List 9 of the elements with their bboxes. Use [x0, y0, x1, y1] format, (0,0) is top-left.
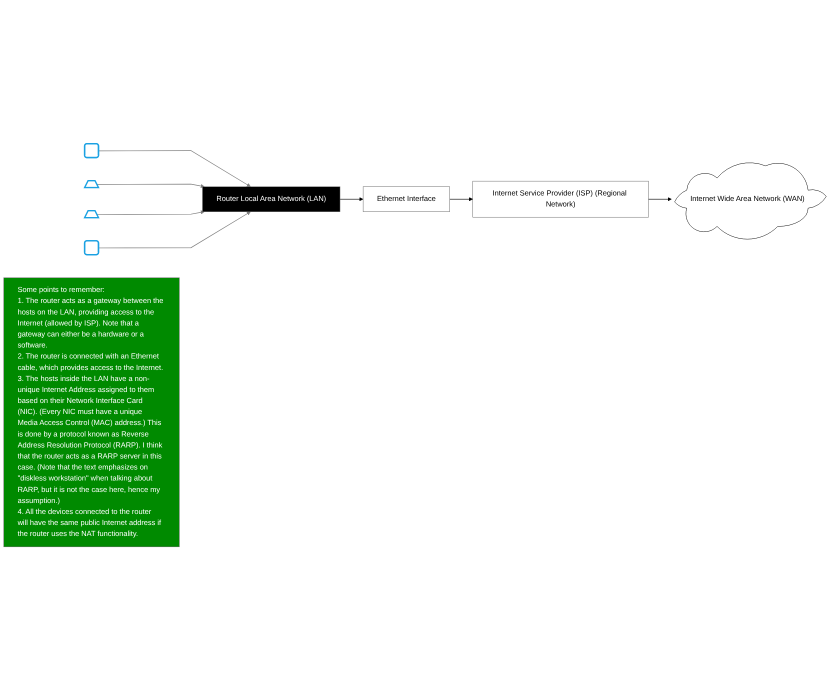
arrow — [449, 197, 473, 202]
node-laptop — [83, 180, 100, 189]
arrow — [98, 212, 251, 249]
arrow — [340, 197, 364, 202]
arrow — [96, 184, 205, 188]
node-laptop — [83, 210, 100, 219]
arrow — [98, 150, 251, 188]
arrow — [648, 197, 672, 202]
arrow — [96, 210, 205, 216]
